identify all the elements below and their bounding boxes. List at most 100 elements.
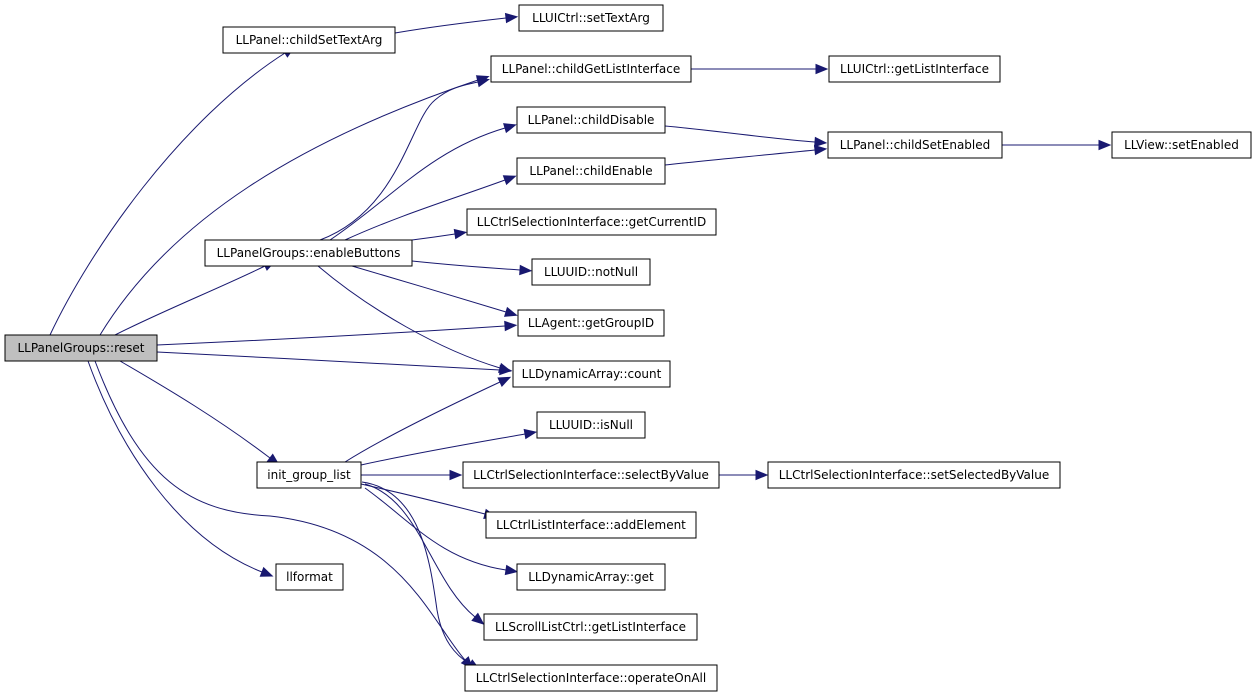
node-childSetTextArg[interactable]: LLPanel::childSetTextArg	[222, 26, 396, 54]
node-box	[1111, 131, 1252, 159]
edge-initGroupList-to-count	[344, 376, 512, 463]
node-count[interactable]: LLDynamicArray::count	[512, 360, 671, 388]
node-daGet[interactable]: LLDynamicArray::get	[516, 563, 666, 591]
node-box	[4, 334, 158, 362]
node-label: LLCtrlSelectionInterface::setSelectedByV…	[779, 468, 1049, 482]
node-box	[536, 411, 646, 439]
node-viewSetEnabled[interactable]: LLView::setEnabled	[1111, 131, 1252, 159]
edge-line	[360, 483, 486, 515]
arrow-head	[504, 320, 518, 332]
node-box	[222, 26, 396, 54]
edge-line	[119, 360, 271, 459]
node-label: LLUICtrl::getListInterface	[840, 62, 989, 76]
edge-enableButtons-to-childDisable	[329, 123, 517, 241]
node-label: LLCtrlListInterface::addElement	[496, 518, 686, 532]
node-label: LLPanel::childSetTextArg	[236, 33, 383, 47]
edge-reset-to-initGroupList	[119, 360, 280, 466]
node-uictrlSetTextArg[interactable]: LLUICtrl::setTextArg	[518, 4, 664, 32]
edge-line	[664, 149, 816, 166]
node-label: LLUUID::notNull	[544, 265, 638, 279]
arrow-head	[471, 612, 485, 625]
edge-line	[411, 233, 456, 241]
node-box	[464, 664, 718, 692]
node-selectByValue[interactable]: LLCtrlSelectionInterface::selectByValue	[462, 461, 720, 489]
edge-line	[87, 360, 263, 573]
arrow-head	[449, 469, 463, 481]
node-box	[767, 461, 1061, 489]
arrow-head	[813, 144, 828, 156]
node-box	[518, 4, 664, 32]
arrow-head	[815, 63, 829, 75]
node-notNull[interactable]: LLUUID::notNull	[531, 258, 651, 286]
node-box	[512, 360, 671, 388]
node-getCurrentID[interactable]: LLCtrlSelectionInterface::getCurrentID	[466, 208, 717, 236]
node-label: LLDynamicArray::get	[528, 570, 654, 584]
node-label: LLUUID::isNull	[549, 418, 633, 432]
edge-line	[344, 179, 506, 241]
arrow-head	[503, 306, 518, 317]
node-box	[490, 55, 692, 83]
node-operateOnAll[interactable]: LLCtrlSelectionInterface::operateOnAll	[464, 664, 718, 692]
node-box	[485, 511, 697, 539]
node-uictrlGetListInterface[interactable]: LLUICtrl::getListInterface	[828, 55, 1001, 83]
node-childGetListInterface[interactable]: LLPanel::childGetListInterface	[490, 55, 692, 83]
arrow-head	[476, 77, 491, 88]
node-label: LLPanel::childSetEnabled	[840, 138, 991, 152]
edge-line	[317, 265, 501, 369]
arrow-head	[814, 136, 828, 148]
edge-selectByValue-to-setSelectedByValue	[718, 469, 769, 481]
node-llformat[interactable]: llformat	[275, 563, 344, 591]
edge-enableButtons-to-childGetListInterface	[319, 77, 491, 241]
edge-enableButtons-to-notNull	[411, 260, 533, 276]
edges-layer	[49, 12, 1112, 671]
edge-line	[319, 81, 479, 241]
node-initGroupList[interactable]: init_group_list	[256, 461, 362, 489]
nodes-layer: LLPanelGroups::reset LLPanel::childSetTex…	[4, 4, 1252, 692]
node-addElement[interactable]: LLCtrlListInterface::addElement	[485, 511, 697, 539]
node-getGroupID[interactable]: LLAgent::getGroupID	[517, 309, 665, 337]
arrow-head	[503, 123, 517, 134]
edge-reset-to-getGroupID	[156, 320, 518, 346]
node-childSetEnabled[interactable]: LLPanel::childSetEnabled	[827, 131, 1003, 159]
edge-enableButtons-to-count	[317, 265, 512, 373]
node-label: LLView::setEnabled	[1124, 138, 1239, 152]
node-label: LLCtrlSelectionInterface::operateOnAll	[476, 671, 706, 685]
node-label: LLPanel::childGetListInterface	[502, 62, 680, 76]
node-isNull[interactable]: LLUUID::isNull	[536, 411, 646, 439]
node-box	[516, 563, 666, 591]
node-label: LLPanel::childEnable	[529, 164, 652, 178]
node-childDisable[interactable]: LLPanel::childDisable	[516, 106, 666, 134]
arrow-head	[504, 564, 519, 576]
arrow-head	[519, 264, 533, 276]
node-childEnable[interactable]: LLPanel::childEnable	[516, 157, 666, 185]
edge-line	[360, 433, 526, 466]
node-scrollGetListInterface[interactable]: LLScrollListCtrl::getListInterface	[483, 613, 698, 641]
node-label: LLPanelGroups::enableButtons	[217, 246, 401, 260]
node-label: LLPanel::childDisable	[528, 113, 655, 127]
node-box	[517, 309, 665, 337]
node-box	[828, 55, 1001, 83]
edge-line	[411, 260, 521, 271]
edge-reset-to-enableButtons	[114, 260, 277, 336]
node-reset: LLPanelGroups::reset	[4, 334, 158, 362]
edge-reset-to-childSetTextArg	[49, 46, 296, 336]
edge-line	[114, 265, 266, 336]
edge-childGetListInterface-to-uictrlGetListInterface	[691, 63, 829, 75]
node-enableButtons[interactable]: LLPanelGroups::enableButtons	[204, 239, 413, 267]
edge-line	[156, 351, 501, 371]
node-label: llformat	[286, 570, 333, 584]
edge-childSetEnabled-to-viewSetEnabled	[1002, 139, 1112, 151]
edge-line	[664, 125, 816, 143]
node-label: init_group_list	[267, 468, 351, 482]
node-setSelectedByValue[interactable]: LLCtrlSelectionInterface::setSelectedByV…	[767, 461, 1061, 489]
node-label: LLCtrlSelectionInterface::selectByValue	[473, 468, 709, 482]
node-label: LLPanelGroups::reset	[17, 341, 144, 355]
edge-line	[94, 360, 466, 661]
node-box	[462, 461, 720, 489]
arrow-head	[1098, 139, 1112, 151]
arrow-head	[453, 228, 468, 240]
node-box	[466, 208, 717, 236]
edge-line	[394, 17, 507, 34]
edge-reset-to-llformat	[87, 360, 274, 577]
